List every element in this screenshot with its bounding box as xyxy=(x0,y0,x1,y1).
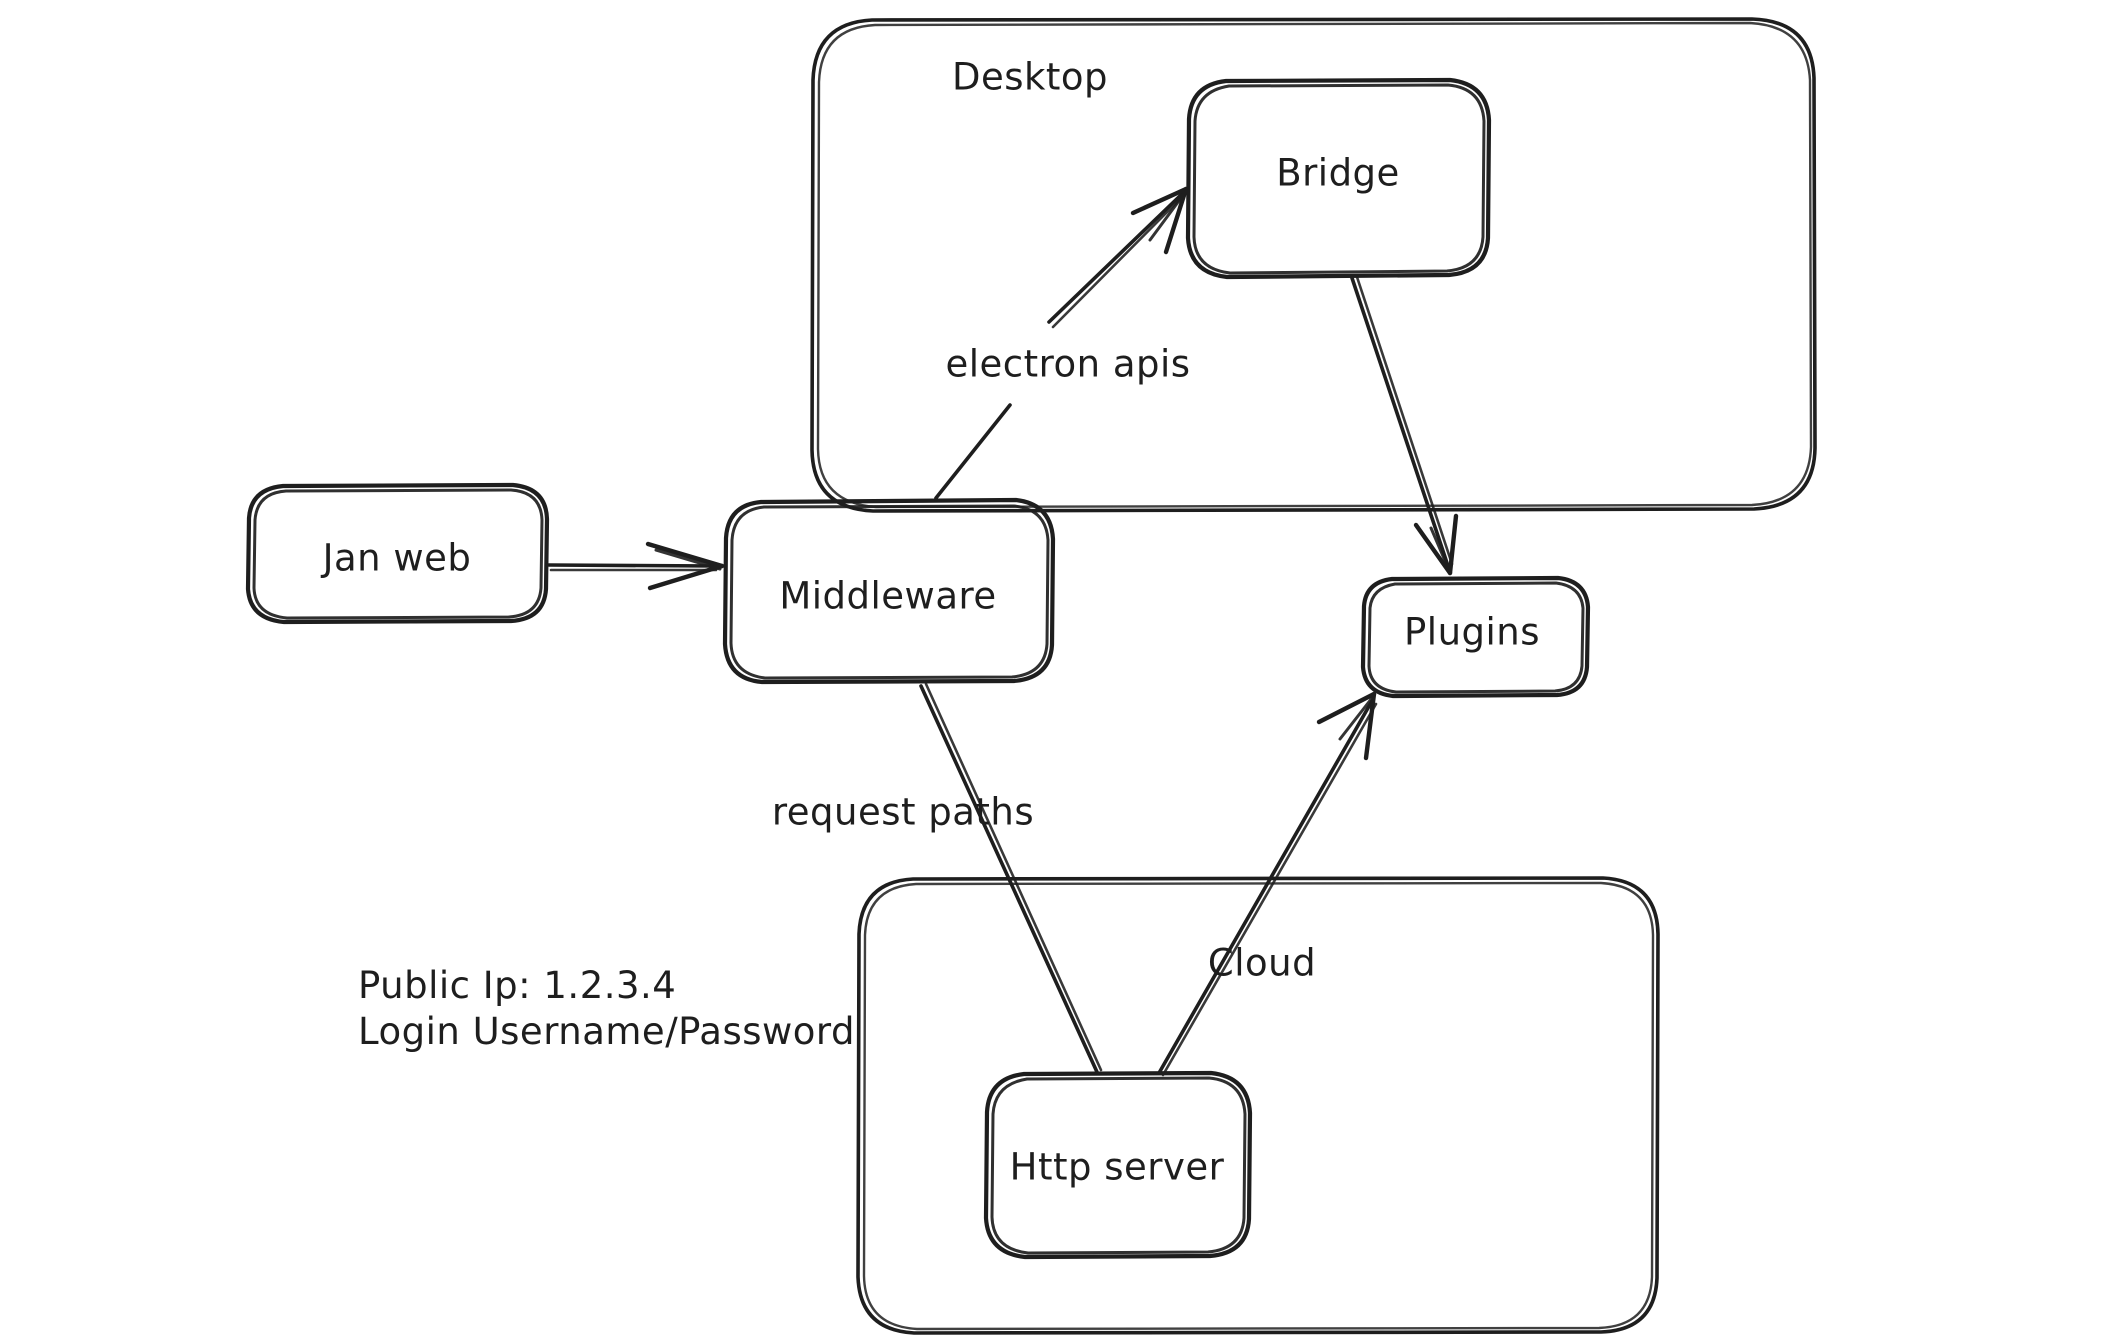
node-http-server[interactable] xyxy=(983,1070,1253,1260)
node-label-jan-web: Jan web xyxy=(322,536,472,580)
edge-middleware-to-bridge[interactable] xyxy=(934,186,1189,500)
note-line-public-ip: Public Ip: 1.2.3.4 xyxy=(358,964,677,1007)
edge-janweb-to-middleware[interactable] xyxy=(547,541,725,591)
node-label-http-server: Http server xyxy=(1009,1145,1225,1189)
container-label-desktop: Desktop xyxy=(951,55,1109,99)
node-jan-web[interactable] xyxy=(245,482,550,625)
container-cloud[interactable] xyxy=(856,876,1660,1335)
edge-label-electron-apis: electron apis xyxy=(945,342,1191,386)
container-label-cloud: Cloud xyxy=(1207,941,1317,985)
edge-bridge-to-plugins[interactable] xyxy=(1350,275,1459,576)
node-label-middleware: Middleware xyxy=(779,574,997,618)
node-bridge[interactable] xyxy=(1185,77,1492,280)
server-credentials-note: Public Ip: 1.2.3.4 Login Username/Passwo… xyxy=(358,963,855,1056)
node-label-plugins: Plugins xyxy=(1403,610,1541,654)
node-middleware[interactable] xyxy=(722,497,1056,685)
edge-middleware-to-httpserver[interactable] xyxy=(919,682,1103,1074)
edge-httpserver-to-plugins[interactable] xyxy=(1157,691,1378,1077)
edge-label-request-paths: request paths xyxy=(771,790,1035,834)
container-desktop[interactable] xyxy=(810,17,1817,513)
node-label-bridge: Bridge xyxy=(1276,151,1400,195)
note-line-login: Login Username/Password xyxy=(358,1010,855,1054)
node-plugins[interactable] xyxy=(1360,575,1591,699)
